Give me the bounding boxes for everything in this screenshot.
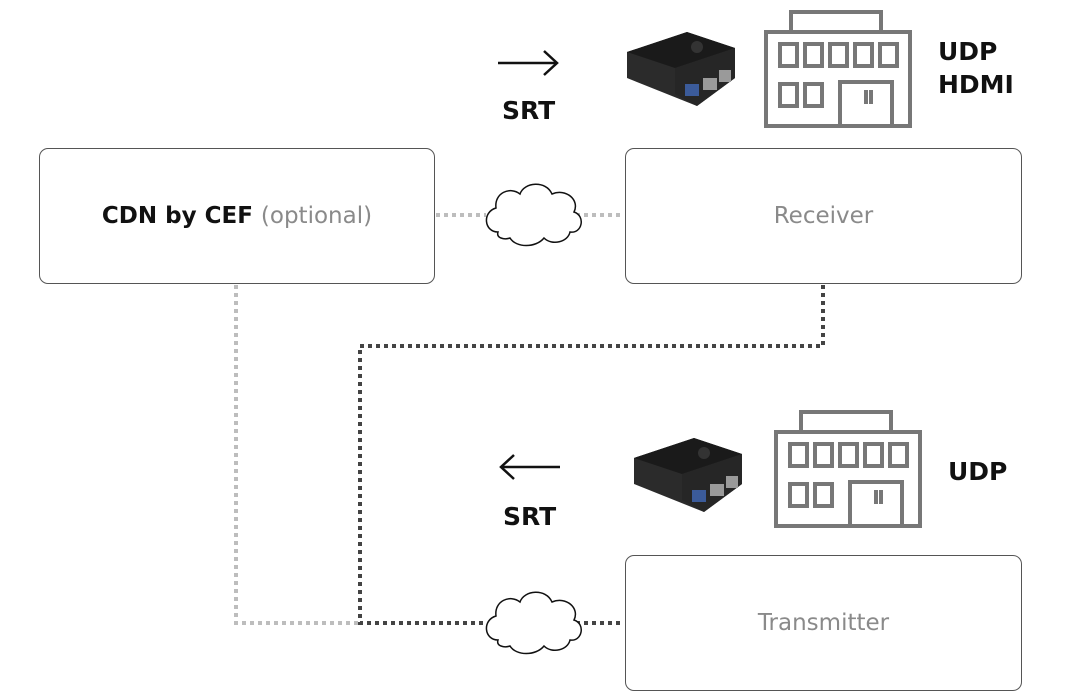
building-icon (764, 10, 912, 128)
cloud-icon (485, 591, 582, 655)
output-protocol-hdmi: HDMI (938, 70, 1014, 99)
cdn-label: CDN by CEF (101, 203, 253, 229)
output-protocol-udp: UDP (938, 37, 998, 66)
arrow-left-icon (499, 454, 560, 480)
cloud-icon (485, 183, 582, 247)
output-protocols-bottom: UDP (948, 455, 1007, 488)
cdn-optional-label: (optional) (260, 203, 373, 229)
output-protocol-udp: UDP (948, 457, 1008, 486)
srt-label-top: SRT (502, 96, 556, 125)
cdn-box: CDN by CEF (optional) (39, 148, 435, 284)
connector-receiver-transmitter (358, 285, 825, 625)
building-icon (774, 410, 922, 528)
transmitter-box: Transmitter (625, 555, 1022, 691)
transmitter-label: Transmitter (757, 610, 890, 636)
receiver-box: Receiver (625, 148, 1022, 284)
arrow-right-icon (498, 50, 559, 76)
srt-label-bottom: SRT (503, 502, 557, 531)
output-protocols-top: UDP HDMI (938, 35, 1014, 101)
receiver-label: Receiver (773, 203, 874, 229)
mini-pc-icon (634, 438, 742, 512)
mini-pc-icon (627, 32, 735, 106)
connector-cdn-transmitter (234, 285, 360, 625)
